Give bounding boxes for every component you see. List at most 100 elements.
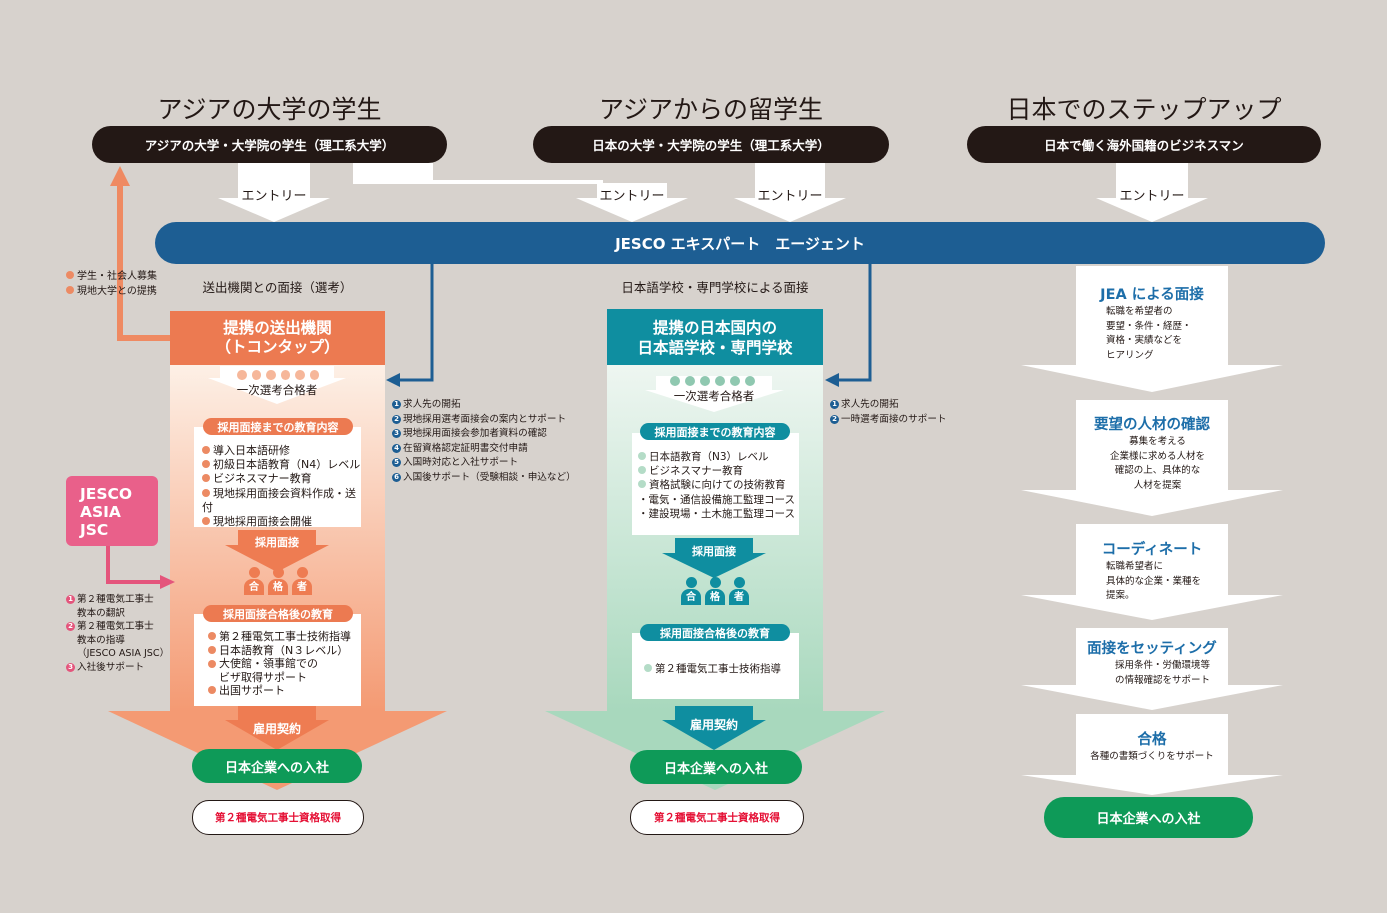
bullet-icon xyxy=(638,466,646,475)
person-icon: 者 xyxy=(729,577,749,605)
right-step-text: 採用条件・労働環境等 の情報確認をサポート xyxy=(1114,660,1210,686)
list-item: 現地採用面接会開催 xyxy=(213,515,312,529)
right-step-text: 転職を希望者の 要望・条件・経歴・ 資格・実績などを ヒアリング xyxy=(1106,306,1192,361)
middle-join-pill: 日本企業への入社 xyxy=(630,750,802,784)
list-item: 初級日本語教育（N4）レベル xyxy=(213,458,361,472)
entry-label: エントリー xyxy=(599,189,665,204)
bullet-icon xyxy=(208,660,216,668)
people-dots xyxy=(670,376,760,386)
right-step-text: 募集を考える 企業様に求める人材を 確認の上、具体的な 人材を提案 xyxy=(1109,436,1205,491)
left-flow-header: 提携の送出機関 （トコンタップ） xyxy=(170,311,385,365)
list-item: 第２種電気工事士 教本の指導 （JESCO ASIA JSC） xyxy=(77,621,170,659)
middle-first-pass: 一次選考合格者 xyxy=(673,389,755,403)
right-chevrons xyxy=(1021,266,1283,795)
list-item: 第２種電気工事士技術指導 xyxy=(219,630,351,643)
middle-edu-after-box: 第２種電気工事士技術指導 xyxy=(632,633,799,699)
right-step-text: 転職希望者に 具体的な企業・業種を 提案。 xyxy=(1106,561,1202,601)
people-dots xyxy=(237,370,319,380)
list-item: 入国後サポート（受験相談・申込など） xyxy=(403,471,576,483)
recruit-note: 学生・社会人募集 xyxy=(77,271,157,282)
list-item: 日本語教育（N３レベル） xyxy=(219,643,349,657)
list-item: 導入日本語研修 xyxy=(213,444,290,457)
right-column-title: 日本でのステップアップ xyxy=(1006,95,1282,124)
list-item: 在留資格認定証明書交付申請 xyxy=(403,442,528,454)
right-step-title: コーディネート xyxy=(1101,542,1203,558)
left-join-pill: 日本企業への入社 xyxy=(192,749,362,783)
right-step-text: 各種の書類づくりをサポート xyxy=(1090,751,1214,762)
bullet-icon xyxy=(202,517,210,526)
right-step-title: 面接をセッティング xyxy=(1087,641,1217,657)
person-icon: 格 xyxy=(705,577,725,605)
list-item: 入社後サポート xyxy=(77,661,145,673)
middle-contract-arrow-label: 雇用契約 xyxy=(689,718,738,732)
left-interview-arrow-label: 採用面接 xyxy=(255,536,299,549)
list-item: 入国時対応と入社サポート xyxy=(403,457,519,468)
bullet-icon xyxy=(644,664,652,672)
recruit-note: 現地大学との提携 xyxy=(77,285,157,297)
bullet-icon xyxy=(208,645,216,654)
bullet-icon xyxy=(208,686,216,694)
left-column-title: アジアの大学の学生 xyxy=(157,95,382,124)
bullet-icon xyxy=(208,632,216,640)
right-step-title: 合格 xyxy=(1137,732,1167,748)
list-item: ビジネスマナー教育 xyxy=(649,465,744,478)
entry-label: エントリー xyxy=(757,189,823,204)
list-item: 第２種電気工事士 教本の翻訳 xyxy=(77,594,154,619)
left-edu-after-box: 第２種電気工事士技術指導 日本語教育（N３レベル） 大使館・領事館での ビザ取得… xyxy=(194,614,361,706)
middle-license-pill: 第２種電気工事士資格取得 xyxy=(630,800,804,835)
person-icon: 者 xyxy=(292,567,312,595)
bullet-icon xyxy=(638,452,646,460)
list-item: ・電気・通信設備施工監理コース xyxy=(638,493,795,506)
agent-bar: JESCO エキスパート エージェント xyxy=(155,222,1325,264)
bullet-icon xyxy=(202,460,210,469)
entry-label: エントリー xyxy=(241,189,307,204)
middle-flow-header: 提携の日本国内の 日本語学校・専門学校 xyxy=(607,309,823,365)
left-edu-after-title: 採用面接合格後の教育 xyxy=(203,605,353,622)
right-source-pill: 日本で働く海外国籍のビジネスマン xyxy=(967,126,1321,163)
left-contract-arrow-label: 雇用契約 xyxy=(252,722,301,736)
bullet-icon xyxy=(638,480,646,489)
list-item: 大使館・領事館での ビザ取得サポート xyxy=(219,657,318,684)
middle-column-title: アジアからの留学生 xyxy=(598,95,823,124)
right-step-title: JEA による面接 xyxy=(1100,287,1204,303)
left-license-pill: 第２種電気工事士資格取得 xyxy=(192,800,364,835)
middle-edu-before-title: 採用面接までの教育内容 xyxy=(640,423,790,440)
right-join-pill: 日本企業への入社 xyxy=(1044,797,1253,838)
bullet-icon xyxy=(202,446,210,454)
middle-interview-label: 日本語学校・専門学校による面接 xyxy=(621,280,809,295)
person-icon: 合 xyxy=(244,567,264,595)
bullet-icon xyxy=(202,474,210,483)
list-item: 第２種電気工事士技術指導 xyxy=(655,663,781,675)
list-item: 現地採用面接会参加者資料の確認 xyxy=(403,428,547,439)
person-icon: 合 xyxy=(681,577,701,605)
bullet-icon xyxy=(66,285,74,294)
recruit-notes: 学生・社会人募集 現地大学との提携 xyxy=(66,270,186,299)
list-item: 日本語教育（N3）レベル xyxy=(649,451,769,463)
list-item: 現地採用面接会資料作成・送付 xyxy=(202,486,356,514)
left-first-pass: 一次選考合格者 xyxy=(236,383,318,397)
list-item: 現地採用選考面接会の案内とサポート xyxy=(403,413,567,425)
person-icon: 格 xyxy=(268,567,288,595)
left-edu-before-box: 導入日本語研修 初級日本語教育（N4）レベル ビジネスマナー教育 現地採用面接会… xyxy=(194,427,361,529)
left-interview-label: 送出機関との面接（選考） xyxy=(202,280,353,295)
middle-edu-after-title: 採用面接合格後の教育 xyxy=(640,624,790,641)
list-item: 出国サポート xyxy=(219,684,285,697)
list-item: ・建設現場・土木施工監理コース xyxy=(638,507,795,520)
list-item: 資格試験に向けての技術教育 xyxy=(649,479,786,492)
middle-source-pill: 日本の大学・大学院の学生（理工系大学） xyxy=(533,126,889,163)
list-item: 求人先の開拓 xyxy=(403,399,461,410)
list-item: ビジネスマナー教育 xyxy=(213,472,312,486)
left-edu-before-title: 採用面接までの教育内容 xyxy=(203,418,353,435)
jsc-badge: JESCO ASIA JSC xyxy=(66,476,158,546)
middle-interview-arrow-label: 採用面接 xyxy=(692,545,736,558)
bullet-icon xyxy=(202,488,210,497)
bullet-icon xyxy=(66,271,74,279)
entry-arrows xyxy=(218,163,1208,222)
middle-edu-before-box: 日本語教育（N3）レベル ビジネスマナー教育 資格試験に向けての技術教育 ・電気… xyxy=(632,433,799,535)
right-step-title: 要望の人材の確認 xyxy=(1094,417,1210,433)
left-source-pill: アジアの大学・大学院の学生（理工系大学） xyxy=(92,126,447,163)
list-item: 求人先の開拓 xyxy=(841,399,899,410)
